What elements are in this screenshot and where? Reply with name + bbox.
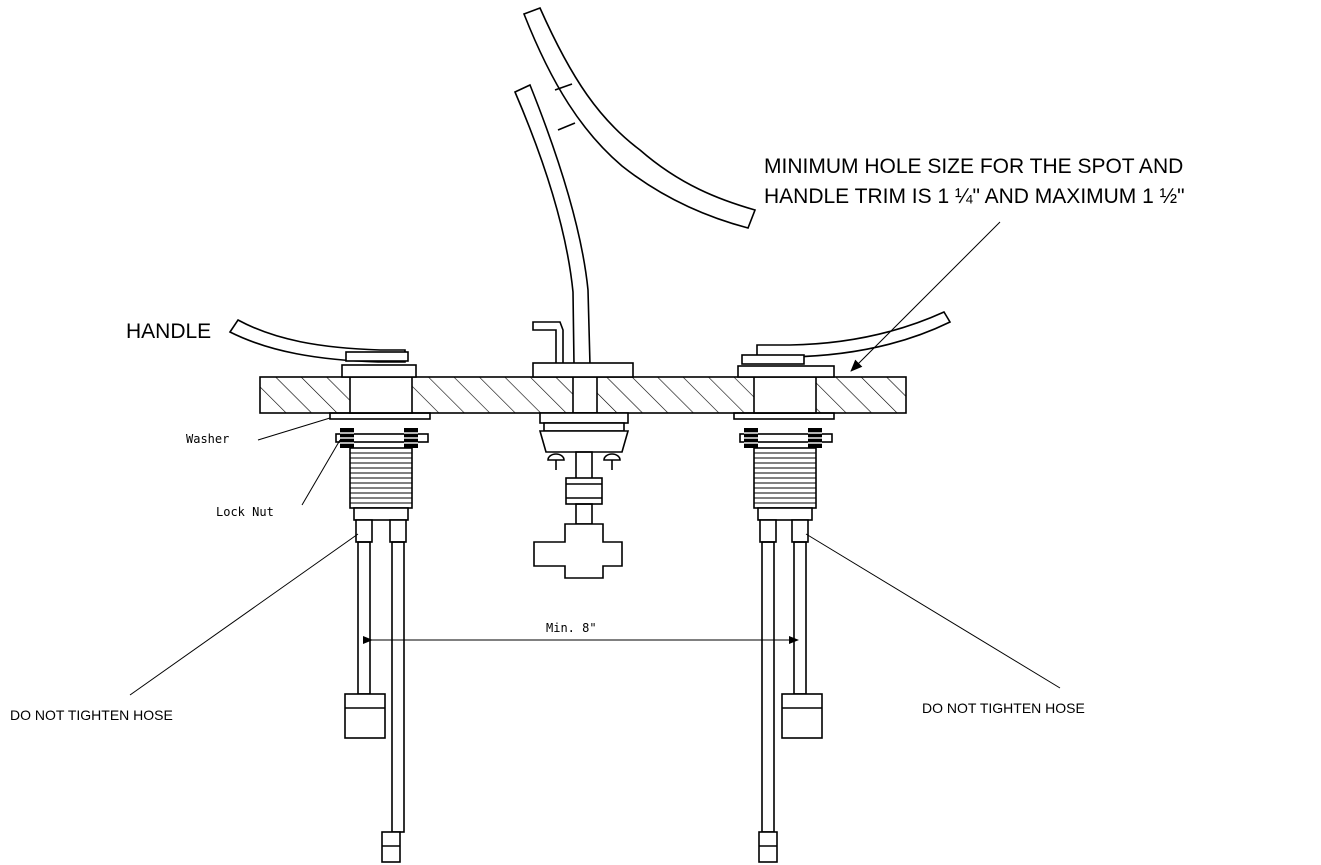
hose-warning-left: DO NOT TIGHTEN HOSE xyxy=(10,707,173,723)
right-threads xyxy=(754,452,816,504)
left-threads xyxy=(350,452,412,504)
washer-label: Washer xyxy=(186,432,229,446)
hose-warning-right: DO NOT TIGHTEN HOSE xyxy=(922,700,1085,716)
hole-size-note-line1: MINIMUM HOLE SIZE FOR THE SPOT AND xyxy=(764,155,1183,178)
handle-label: HANDLE xyxy=(126,320,211,343)
left-locknut-bolts xyxy=(340,428,418,448)
right-handle-assembly xyxy=(733,310,952,863)
hole-size-leader xyxy=(850,221,1001,372)
right-locknut-bolts xyxy=(744,428,822,448)
lock-nut-label: Lock Nut xyxy=(216,505,274,519)
left-handle-assembly xyxy=(228,318,431,863)
right-hose-leader xyxy=(805,533,1061,689)
hole-size-note-line2: HANDLE TRIM IS 1 ¼" AND MAXIMUM 1 ½" xyxy=(764,185,1185,208)
countertop xyxy=(259,376,907,414)
washer-leader xyxy=(257,417,331,441)
spout xyxy=(513,6,757,579)
left-hose-leader xyxy=(129,533,359,696)
min-spacing-label: Min. 8" xyxy=(546,621,597,635)
lock-nut-leader xyxy=(301,439,341,506)
